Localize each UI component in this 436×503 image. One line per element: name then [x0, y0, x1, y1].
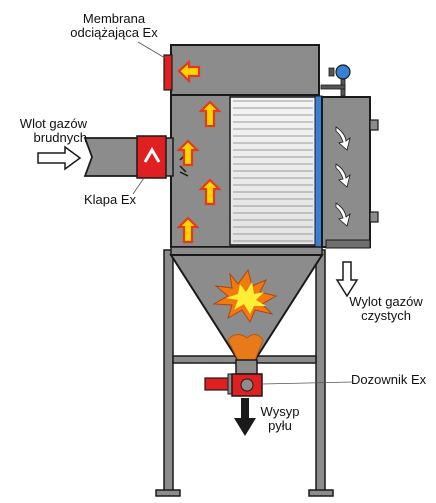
inlet-label: Wlot gazów brudnych [4, 117, 87, 145]
up-arrow-icon [176, 216, 200, 244]
outlet-label-line1: Wylot gazów [349, 294, 423, 309]
dust-label-line2: pyłu [268, 418, 292, 433]
pressure-gauge-icon [320, 64, 351, 97]
clean-flow-arrows [335, 126, 351, 227]
up-arrow-icon [176, 139, 200, 167]
up-arrow-icon [198, 100, 222, 128]
dust-label-line1: Wysyp [260, 404, 300, 419]
explosion-icon [212, 268, 278, 324]
rotary-valve [204, 373, 263, 397]
up-arrow-icon [198, 178, 222, 206]
inlet-label-line2: brudnych [33, 130, 87, 145]
inlet-duct [83, 137, 174, 177]
left-arrow-icon [177, 59, 201, 84]
explosion-flap [136, 135, 189, 179]
filter-bags [233, 100, 313, 242]
membrane-label-line2: odciążająca Ex [70, 25, 158, 40]
outlet-arrow-icon [335, 261, 359, 298]
leader-lines [132, 41, 353, 385]
dust-label: Wysyp pyłu [255, 405, 305, 433]
outlet-label: Wylot gazów czystych [336, 295, 436, 323]
dirty-gas-flow-arrows [176, 100, 222, 244]
membrane-label-line1: Membrana [82, 11, 146, 26]
clean-gas-chamber [321, 96, 379, 249]
outlet-label-line2: czystych [361, 308, 411, 323]
inlet-label-line1: Wlot gazów [19, 116, 87, 131]
membrane-label: Membrana odciążająca Ex [48, 12, 180, 40]
clean-gas-chamber-edge [314, 95, 323, 248]
dust-discharge-arrow-icon [234, 398, 256, 436]
inlet-arrow-icon [37, 145, 82, 171]
relief-membrane [163, 54, 201, 91]
doser-label: Dozownik Ex [351, 372, 427, 387]
flap-label: Klapa Ex [84, 192, 137, 207]
